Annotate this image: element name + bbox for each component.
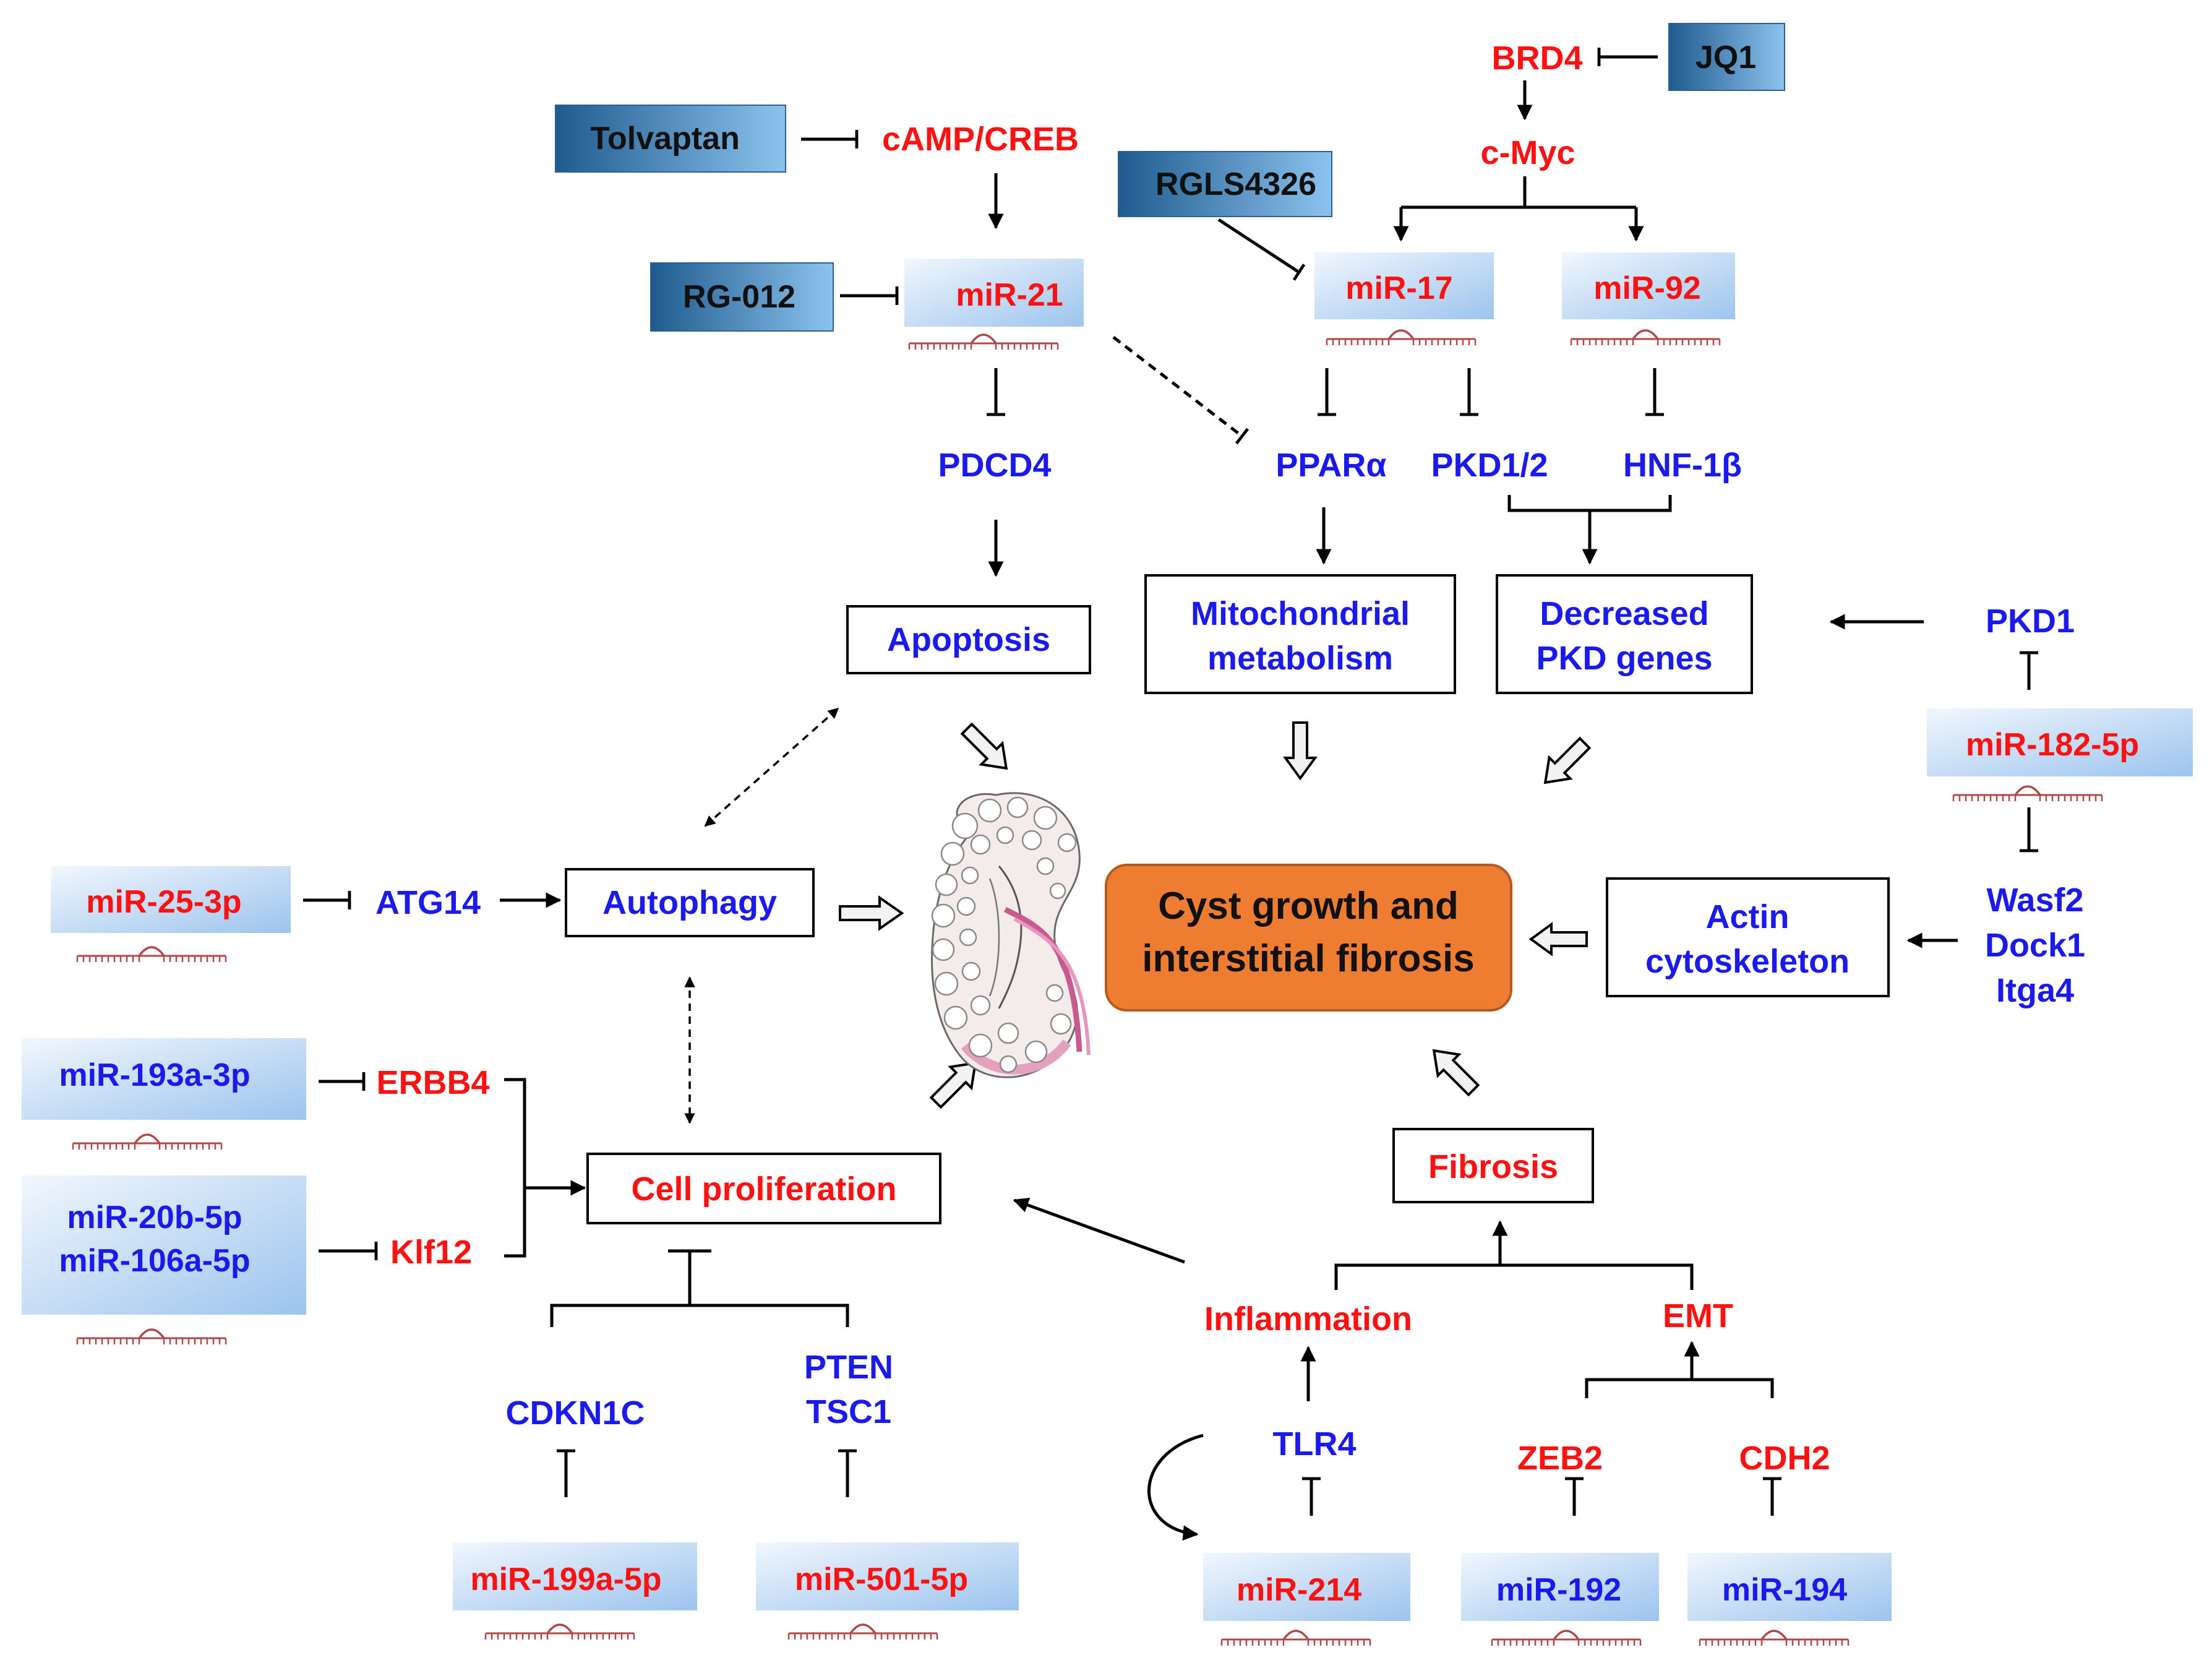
mirna-mir-192: miR-192 (1461, 1553, 1659, 1647)
mirna-label: miR-17 (1345, 270, 1452, 306)
itga4-label: Itga4 (1996, 972, 2074, 1009)
mirna-mir-25-3p: miR-25-3p (51, 866, 291, 963)
pten-label: PTEN (804, 1349, 893, 1386)
drug-tolvaptan: Tolvaptan (555, 105, 786, 173)
cyst-growth-fibrosis-node: Cyst growth and interstitial fibrosis (1105, 864, 1512, 1012)
c-myc-label: c-Myc (1480, 134, 1575, 171)
mirna-label: miR-182-5p (1966, 727, 2139, 763)
camp-creb-label: cAMP/CREB (882, 121, 1079, 158)
mirna-label: miR-21 (956, 277, 1063, 313)
drug-label: JQ1 (1695, 40, 1756, 75)
mirna-mir-193a-3p: miR-193a-3p (22, 1038, 306, 1151)
mirna-mir-194: miR-194 (1687, 1553, 1892, 1647)
mirna-label: miR-106a-5p (59, 1243, 250, 1279)
pkd-genes-label: PKD genes (1536, 640, 1712, 677)
autophagy-label: Autophagy (602, 884, 777, 921)
cell-proliferation-label: Cell proliferation (631, 1171, 896, 1208)
metabolism-label: metabolism (1207, 640, 1393, 677)
wasf2-label: Wasf2 (1986, 882, 2083, 919)
mirna-mir-214: miR-214 (1203, 1553, 1410, 1647)
mitochondrial-box (1144, 574, 1456, 694)
mitochondrial-label: Mitochondrial (1191, 595, 1410, 632)
pdcd4-label: PDCD4 (938, 447, 1051, 484)
mirna-label: miR-199a-5p (470, 1562, 661, 1597)
autophagy-box (565, 868, 815, 937)
stem-loop-icon (76, 1328, 227, 1346)
mirna-mir-199a-5p: miR-199a-5p (453, 1542, 697, 1641)
drug-label: RGLS4326 (1155, 166, 1316, 202)
stem-loop-icon (76, 946, 227, 963)
actin-label: Actin (1706, 898, 1790, 935)
klf12-label: Klf12 (390, 1234, 472, 1271)
mirna-label: miR-20b-5p (67, 1200, 242, 1235)
mirna-label: miR-194 (1722, 1572, 1847, 1608)
mirna-mir-92: miR-92 (1562, 252, 1735, 346)
stem-loop-icon (484, 1623, 635, 1641)
stem-loop-icon (1570, 329, 1721, 346)
mirna-mir-20b-106a: miR-20b-5p miR-106a-5p (22, 1175, 306, 1346)
decreased-label: Decreased (1540, 595, 1708, 632)
mirna-mir-17: miR-17 (1314, 252, 1494, 346)
tsc1-label: TSC1 (806, 1393, 891, 1430)
stem-loop-icon (1699, 1630, 1850, 1647)
center-line-2: interstitial fibrosis (1142, 937, 1474, 980)
mirna-mir-182-5p: miR-182-5p (1927, 708, 2193, 802)
drug-label: RG-012 (683, 279, 795, 315)
pkd1-2-label: PKD1/2 (1431, 447, 1548, 484)
stem-loop-icon (1220, 1630, 1371, 1647)
stem-loop-icon (787, 1623, 938, 1641)
actin-box (1606, 877, 1890, 997)
mirna-label: miR-501-5p (795, 1562, 968, 1597)
cytoskeleton-label: cytoskeleton (1645, 943, 1850, 980)
cdh2-label: CDH2 (1739, 1440, 1830, 1477)
mirna-label: miR-214 (1237, 1572, 1361, 1608)
fibrosis-box (1392, 1128, 1594, 1203)
stem-loop-icon (908, 333, 1059, 351)
stem-loop-icon (1952, 785, 2103, 802)
cell-proliferation-box (586, 1153, 941, 1224)
mirna-label: miR-25-3p (86, 884, 241, 920)
center-line-1: Cyst growth and (1158, 885, 1459, 927)
pkd1-label: PKD1 (1986, 603, 2075, 640)
erbb4-label: ERBB4 (376, 1064, 489, 1101)
mirna-mir-21: miR-21 (904, 259, 1084, 351)
hnf-1b-label: HNF-1β (1623, 447, 1742, 484)
mirna-label: miR-192 (1496, 1572, 1621, 1608)
zeb2-label: ZEB2 (1517, 1440, 1603, 1477)
drug-label: Tolvaptan (590, 121, 740, 157)
brd4-label: BRD4 (1491, 40, 1582, 77)
fibrosis-label: Fibrosis (1428, 1148, 1558, 1185)
ppar-alpha-label: PPARα (1275, 447, 1386, 484)
stem-loop-icon (1491, 1630, 1642, 1647)
dock1-label: Dock1 (1985, 927, 2085, 964)
stem-loop-icon (72, 1133, 223, 1151)
connector-lines (303, 48, 2038, 1541)
drug-rgls4326: RGLS4326 (1118, 151, 1332, 217)
cdkn1c-label: CDKN1C (505, 1394, 645, 1432)
hollow-arrows (839, 721, 1592, 1109)
mirna-label: miR-193a-3p (59, 1057, 250, 1093)
apoptosis-box (846, 605, 1091, 674)
emt-label: EMT (1663, 1297, 1733, 1334)
drug-rg012: RG-012 (650, 262, 834, 332)
mirna-mir-501-5p: miR-501-5p (756, 1542, 1019, 1641)
atg14-label: ATG14 (375, 884, 481, 921)
apoptosis-label: Apoptosis (887, 621, 1050, 658)
mirna-label: miR-92 (1593, 270, 1700, 306)
drug-jq1: JQ1 (1668, 23, 1785, 91)
kidney-illustration (931, 792, 1091, 1078)
inflammation-label: Inflammation (1204, 1300, 1412, 1338)
pkd-genes-box (1496, 574, 1753, 694)
stem-loop-icon (1326, 329, 1477, 346)
tlr4-label: TLR4 (1273, 1425, 1357, 1463)
